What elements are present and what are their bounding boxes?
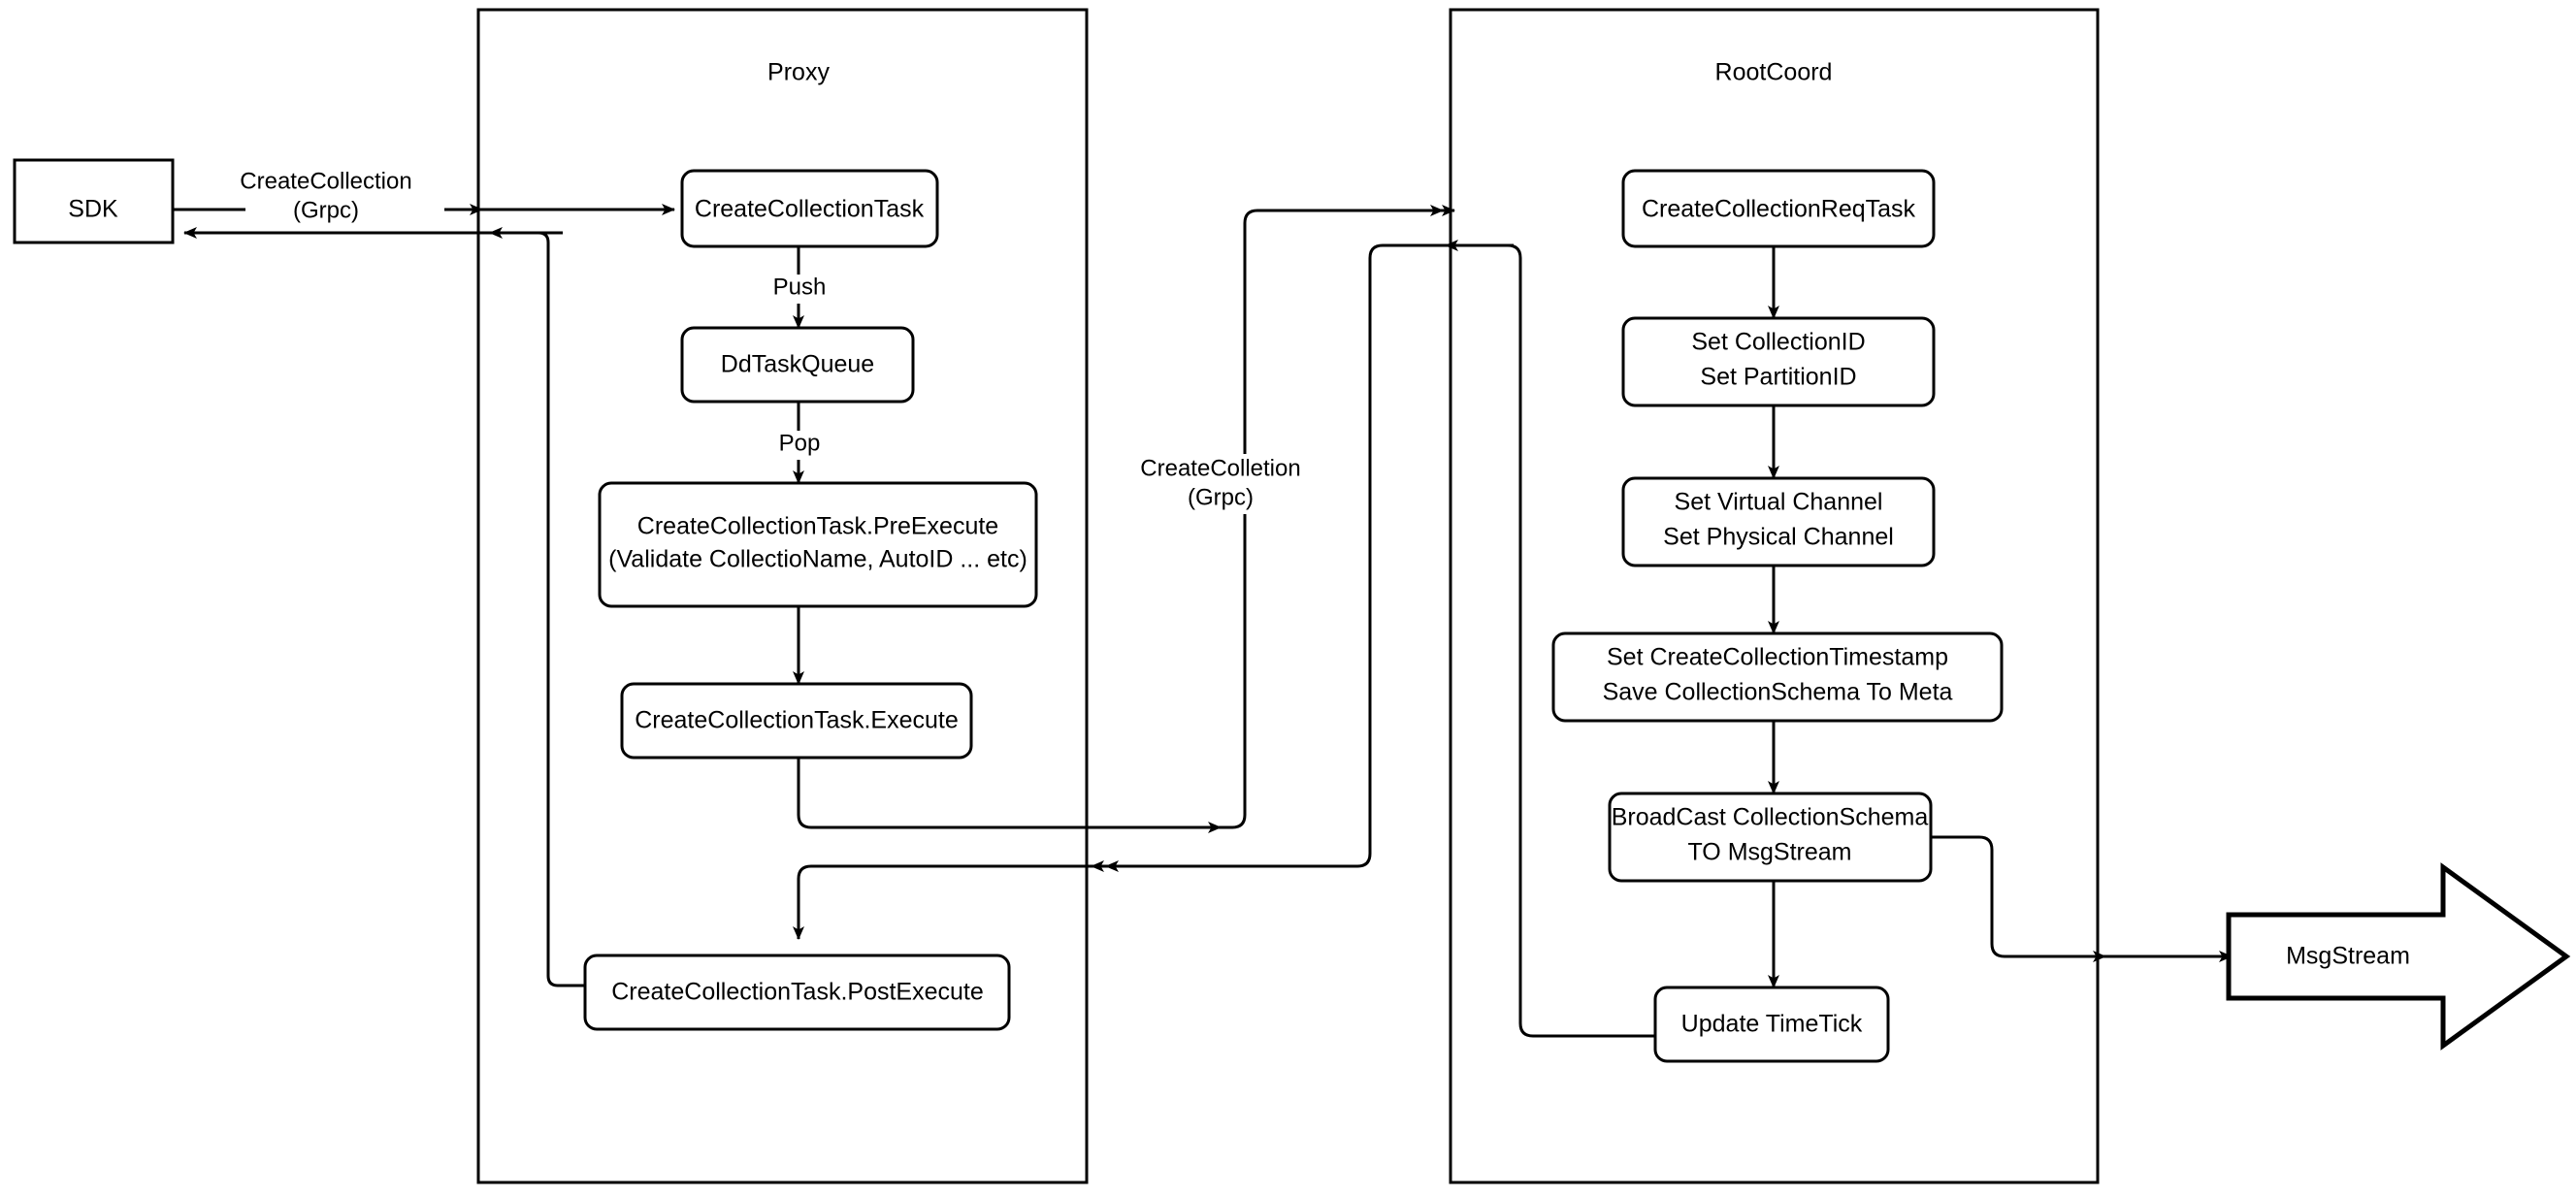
node-dd-task-queue-rect — [680, 326, 915, 404]
node-create-collection-task-label: CreateCollectionTask — [695, 196, 925, 223]
edge-broadcast-to-msgstream — [1931, 835, 2106, 962]
edge-label-push: Push — [763, 274, 836, 304]
node-req-task-label: CreateCollectionReqTask — [1642, 196, 1916, 223]
lane-rootcoord: RootCoord — [1449, 8, 2100, 1184]
edge-label-createcolletion-line2: (Grpc) — [1188, 484, 1254, 510]
edge-grpc-up-to-rootcoord — [1087, 205, 1444, 829]
edge-execute-to-rootcoord — [797, 758, 1222, 833]
node-req-task-rect — [1621, 169, 1936, 248]
node-post-execute-label: CreateCollectionTask.PostExecute — [611, 979, 984, 1006]
edge-label-proxy-to-rootcoord: CreateColletion (Grpc) — [1140, 454, 1352, 514]
node-create-collection-task[interactable]: CreateCollectionTask — [680, 169, 939, 248]
node-broadcast-rect — [1608, 792, 1933, 883]
node-create-collection-task-rect — [680, 169, 939, 248]
lane-proxy-title: Proxy — [767, 59, 830, 86]
node-set-channel-label-line1: Set Virtual Channel — [1675, 489, 1883, 516]
lane-proxy-rect — [476, 8, 1089, 1184]
node-set-channel[interactable]: Set Virtual Channel Set Physical Channel — [1621, 476, 1936, 567]
node-msgstream[interactable]: MsgStream — [2226, 862, 2571, 1051]
node-broadcast-label-line2: TO MsgStream — [1687, 839, 1851, 866]
node-pre-execute-label-line1: CreateCollectionTask.PreExecute — [637, 513, 998, 540]
node-sdk[interactable]: SDK — [13, 158, 175, 244]
node-broadcast[interactable]: BroadCast CollectionSchema TO MsgStream — [1608, 792, 1933, 883]
edge-label-grpc-bg — [1140, 454, 1352, 514]
edge-label-createcollection-line1: CreateCollection — [240, 168, 411, 194]
node-sdk-rect — [13, 158, 175, 244]
edge-label-pop-text: Pop — [779, 430, 821, 456]
node-set-channel-label-line2: Set Physical Channel — [1663, 524, 1894, 551]
node-set-ids-rect — [1621, 316, 1936, 407]
node-pre-execute-rect — [598, 481, 1038, 608]
edge-label-push-bg — [763, 275, 836, 304]
edge-label-pop-bg — [766, 431, 832, 460]
node-msgstream-arrow-shape — [2226, 862, 2571, 1051]
edge-response-to-postexecute — [793, 864, 1261, 940]
edge-label-pop: Pop — [766, 430, 832, 460]
node-post-execute[interactable]: CreateCollectionTask.PostExecute — [583, 954, 1011, 1031]
node-set-channel-rect — [1621, 476, 1936, 567]
edge-label-createcolletion-line1: CreateColletion — [1140, 455, 1300, 481]
node-broadcast-label-line1: BroadCast CollectionSchema — [1612, 804, 1929, 831]
node-execute-label: CreateCollectionTask.Execute — [635, 707, 959, 734]
node-pre-execute-label-line2: (Validate CollectioName, AutoID ... etc) — [608, 546, 1027, 573]
node-set-timestamp-label-line1: Set CreateCollectionTimestamp — [1607, 644, 1948, 671]
node-set-ids-label-line1: Set CollectionID — [1691, 329, 1865, 356]
edge-label-push-text: Push — [773, 274, 827, 300]
node-post-execute-rect — [583, 954, 1011, 1031]
node-update-timetick-label: Update TimeTick — [1681, 1011, 1863, 1038]
node-update-timetick[interactable]: Update TimeTick — [1653, 986, 1890, 1063]
lane-rootcoord-rect — [1449, 8, 2100, 1184]
node-set-timestamp-rect — [1551, 631, 2004, 723]
lane-rootcoord-title: RootCoord — [1715, 59, 1833, 86]
node-update-timetick-rect — [1653, 986, 1890, 1063]
edge-label-createcollection-line2: (Grpc) — [293, 197, 359, 223]
node-set-ids-label-line2: Set PartitionID — [1700, 364, 1856, 391]
node-sdk-label: SDK — [68, 196, 118, 223]
node-execute-rect — [620, 682, 973, 760]
edge-timetick-loopback — [1467, 243, 1664, 1038]
node-dd-task-queue-label: DdTaskQueue — [721, 351, 874, 378]
node-pre-execute[interactable]: CreateCollectionTask.PreExecute (Validat… — [598, 481, 1038, 608]
node-execute[interactable]: CreateCollectionTask.Execute — [620, 682, 973, 760]
edge-postexecute-to-sdk — [183, 227, 585, 987]
node-set-timestamp-label-line2: Save CollectionSchema To Meta — [1603, 679, 1953, 706]
node-req-task[interactable]: CreateCollectionReqTask — [1621, 169, 1936, 248]
lane-proxy: Proxy — [476, 8, 1089, 1184]
node-set-timestamp[interactable]: Set CreateCollectionTimestamp Save Colle… — [1551, 631, 2004, 723]
node-dd-task-queue[interactable]: DdTaskQueue — [680, 326, 915, 404]
edge-label-sdk-to-proxy: CreateCollection (Grpc) — [240, 168, 444, 229]
node-set-ids[interactable]: Set CollectionID Set PartitionID — [1621, 316, 1936, 407]
node-msgstream-label: MsgStream — [2286, 943, 2410, 970]
edge-rootcoord-response-down — [1105, 243, 1467, 872]
edge-label-sdk-bg — [245, 169, 444, 229]
